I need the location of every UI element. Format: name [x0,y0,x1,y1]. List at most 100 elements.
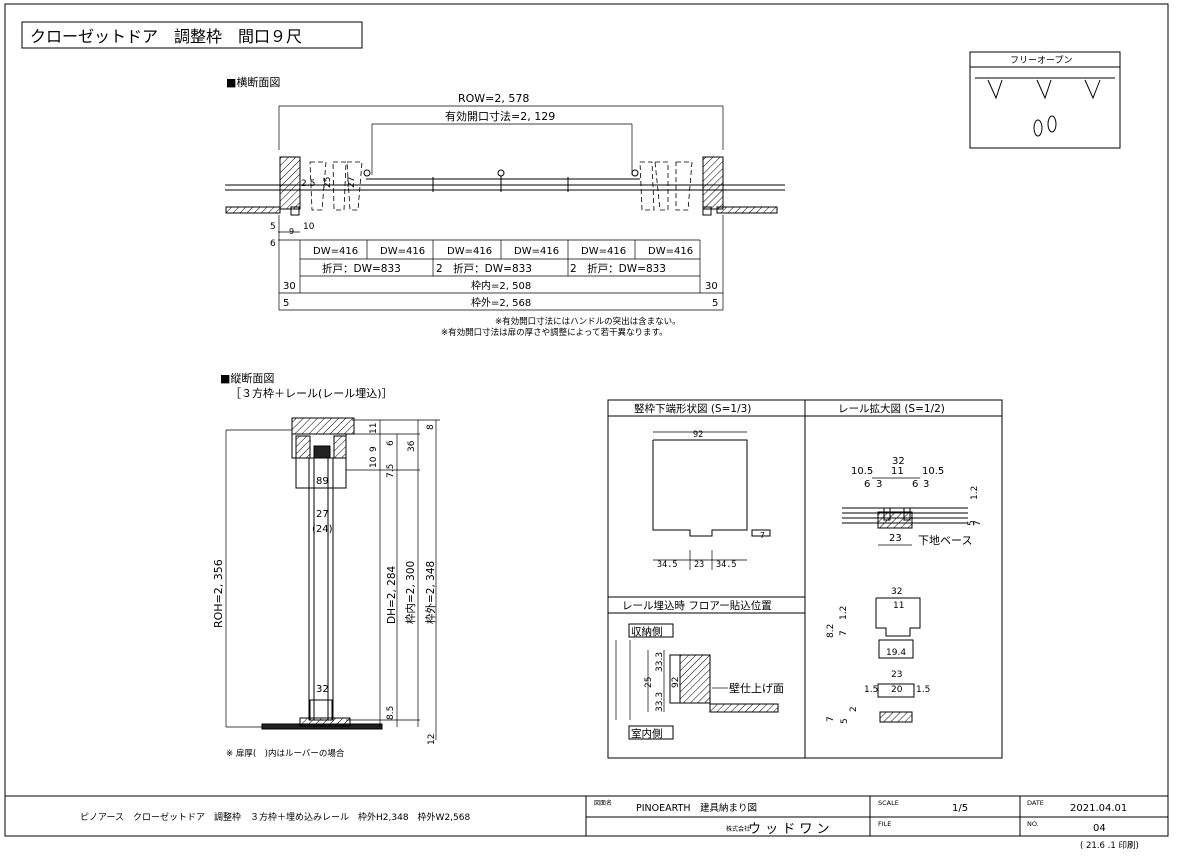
door-width-table: DW=416 DW=416 DW=416 DW=416 DW=416 DW=41… [278,215,724,311]
wall-finish-label: 壁仕上げ面 [729,681,784,695]
dim-89: 89 [316,476,329,487]
floor-detail-title: レール埋込時 フロアー貼込位置 [622,599,772,612]
dim-92: 92 [693,430,703,440]
company-label: 株式会社 [726,825,750,833]
rail-dim: 1.2 [839,606,849,620]
rail-dim: 3 [876,479,882,490]
date-value: 2021.04.01 [1070,803,1127,814]
dim-23: 23 [694,560,704,570]
rail-detail-mid: 32 11 8.2 7 1.2 19.4 [826,587,921,659]
dim-30-right: 30 [705,281,718,292]
dim-27: 27 [316,509,329,520]
rail-dim: 32 [891,587,902,597]
rail-dim: 19.4 [886,648,906,658]
company-name: ウ ッ ド ワ ン [748,822,830,837]
roh-dimension: ROH=2, 356 [212,559,225,628]
frame-detail-title: 竪枠下端形状図 (S=1/3) [634,402,751,415]
dim-27: 27 [347,177,357,188]
dim-12: 12 [427,734,437,745]
dh-dimension: DH=2, 284 [386,566,398,624]
dim-10: 10 [303,222,315,232]
drawing-name-label: 図面名 [594,799,612,807]
free-open-panel: フリーオープン [969,51,1121,149]
horizontal-note: ※有効開口寸法は扉の厚さや調整によって若干異なります。 [441,327,668,338]
dim-25: 25 [644,677,654,688]
dim-10: 10 [369,456,379,468]
vertical-subheading: ［３方枠＋レール(レール埋込)］ [230,386,393,400]
drawing-description: ピノアース クローゼットドア 調整枠 ３方枠＋埋め込みレール 枠外H2,348 … [80,811,470,823]
dim-30-left: 30 [283,281,296,292]
dim-36: 36 [407,440,417,452]
sheet-border [4,3,1169,837]
rail-detail-title: レール拡大図 (S=1/2) [838,402,945,415]
print-info: ( 21.6 .1 印刷) [1080,840,1139,851]
dw-label: DW=416 [581,246,626,257]
rail-dim: 6 [912,479,918,490]
rail-dim: 23 [889,533,902,544]
vertical-note: ※ 扉厚( )内はルーバーの場合 [226,748,345,759]
inner-height-dimension: 枠内=2, 300 [404,561,417,624]
dim-5-right: 5 [712,298,718,309]
fold-label: 折戸：DW=833 [322,262,401,275]
date-label: DATE [1027,799,1044,807]
drawing-name: PINOEARTH 建具納まり図 [636,802,757,814]
vertical-section: ■縦断面図 ［３方枠＋レール(レール埋込)］ ROH=2, 356 DH=2, … [212,371,440,759]
no-value: 04 [1093,823,1106,834]
row-dimension: ROW=2, 578 [458,92,529,105]
horizontal-heading: ■横断面図 [226,75,280,89]
horizontal-note: ※有効開口寸法にはハンドルの突出は含まない。 [495,316,681,327]
dim-7-5: 7.5 [386,464,396,478]
footprint-icon [1033,119,1043,137]
rail-dim: 32 [892,456,905,467]
dim-8-5: 8.5 [386,706,396,720]
storage-side-label: 収納側 [631,625,663,638]
rail-dim: 8.2 [826,624,836,638]
rail-dim: 3 [923,479,929,490]
title-block: ピノアース クローゼットドア 調整枠 ３方枠＋埋め込みレール 枠外H2,348 … [5,795,1168,851]
dw-label: DW=416 [380,246,425,257]
page-title: クローゼットドア 調整枠 間口９尺 [30,27,302,46]
rail-dim: 5 [840,718,850,724]
rail-detail-top: 32 10.5 11 10.5 6 3 6 3 1.2 5 7 23 下地ベース [842,456,983,547]
dw-label: DW=416 [313,246,358,257]
dim-11: 11 [369,423,379,434]
dim-33-3: 33.3 [655,692,665,712]
detail-panels: 竪枠下端形状図 (S=1/3) レール拡大図 (S=1/2) レール埋込時 フロ… [607,399,1003,759]
scale-label: SCALE [878,799,899,807]
horizontal-section: ■横断面図 ROW=2, 578 有効開口寸法=2, 129 [225,75,785,338]
vertical-heading: ■縦断面図 [220,371,274,385]
rail-dim: 7 [826,716,836,722]
free-open-label: フリーオープン [1010,55,1072,66]
dim-5a: 5 [270,222,276,232]
frame-bottom-shape: 92 34.5 23 34.5 7 [652,430,771,570]
dim-25: 25 [323,177,333,188]
dim-2-5: 2.5 [301,179,315,189]
rail-dim: 11 [893,601,904,611]
base-label: 下地ベース [918,534,972,547]
dim-34-5: 34.5 [716,560,736,570]
dim-24: (24) [312,524,333,535]
rail-dim: 20 [891,685,903,695]
rail-dim: 23 [891,670,902,680]
rail-dim: 6 [864,479,870,490]
dim-34-5: 34.5 [657,560,677,570]
dim-92: 92 [671,677,681,688]
dw-label: DW=416 [447,246,492,257]
rail-dim: 11 [891,466,904,477]
dim-7: 7 [760,531,765,540]
dim-9: 9 [369,446,379,452]
dim-32: 32 [316,684,329,695]
rail-dim: 7 [839,630,849,636]
dim-5-left: 5 [283,298,289,309]
rail-dim: 1.5 [916,685,930,695]
rail-dim: 10.5 [851,466,873,477]
door-panels [309,161,693,211]
no-label: NO. [1027,820,1039,828]
effective-opening-dimension: 有効開口寸法=2, 129 [445,109,555,123]
rail-dim: 1.5 [864,685,878,695]
footprint-icon [1047,115,1057,133]
scale-value: 1/5 [952,803,968,814]
dim-9: 9 [289,227,294,236]
dim-8: 8 [426,424,436,430]
rail-dim: 1.2 [970,486,980,500]
